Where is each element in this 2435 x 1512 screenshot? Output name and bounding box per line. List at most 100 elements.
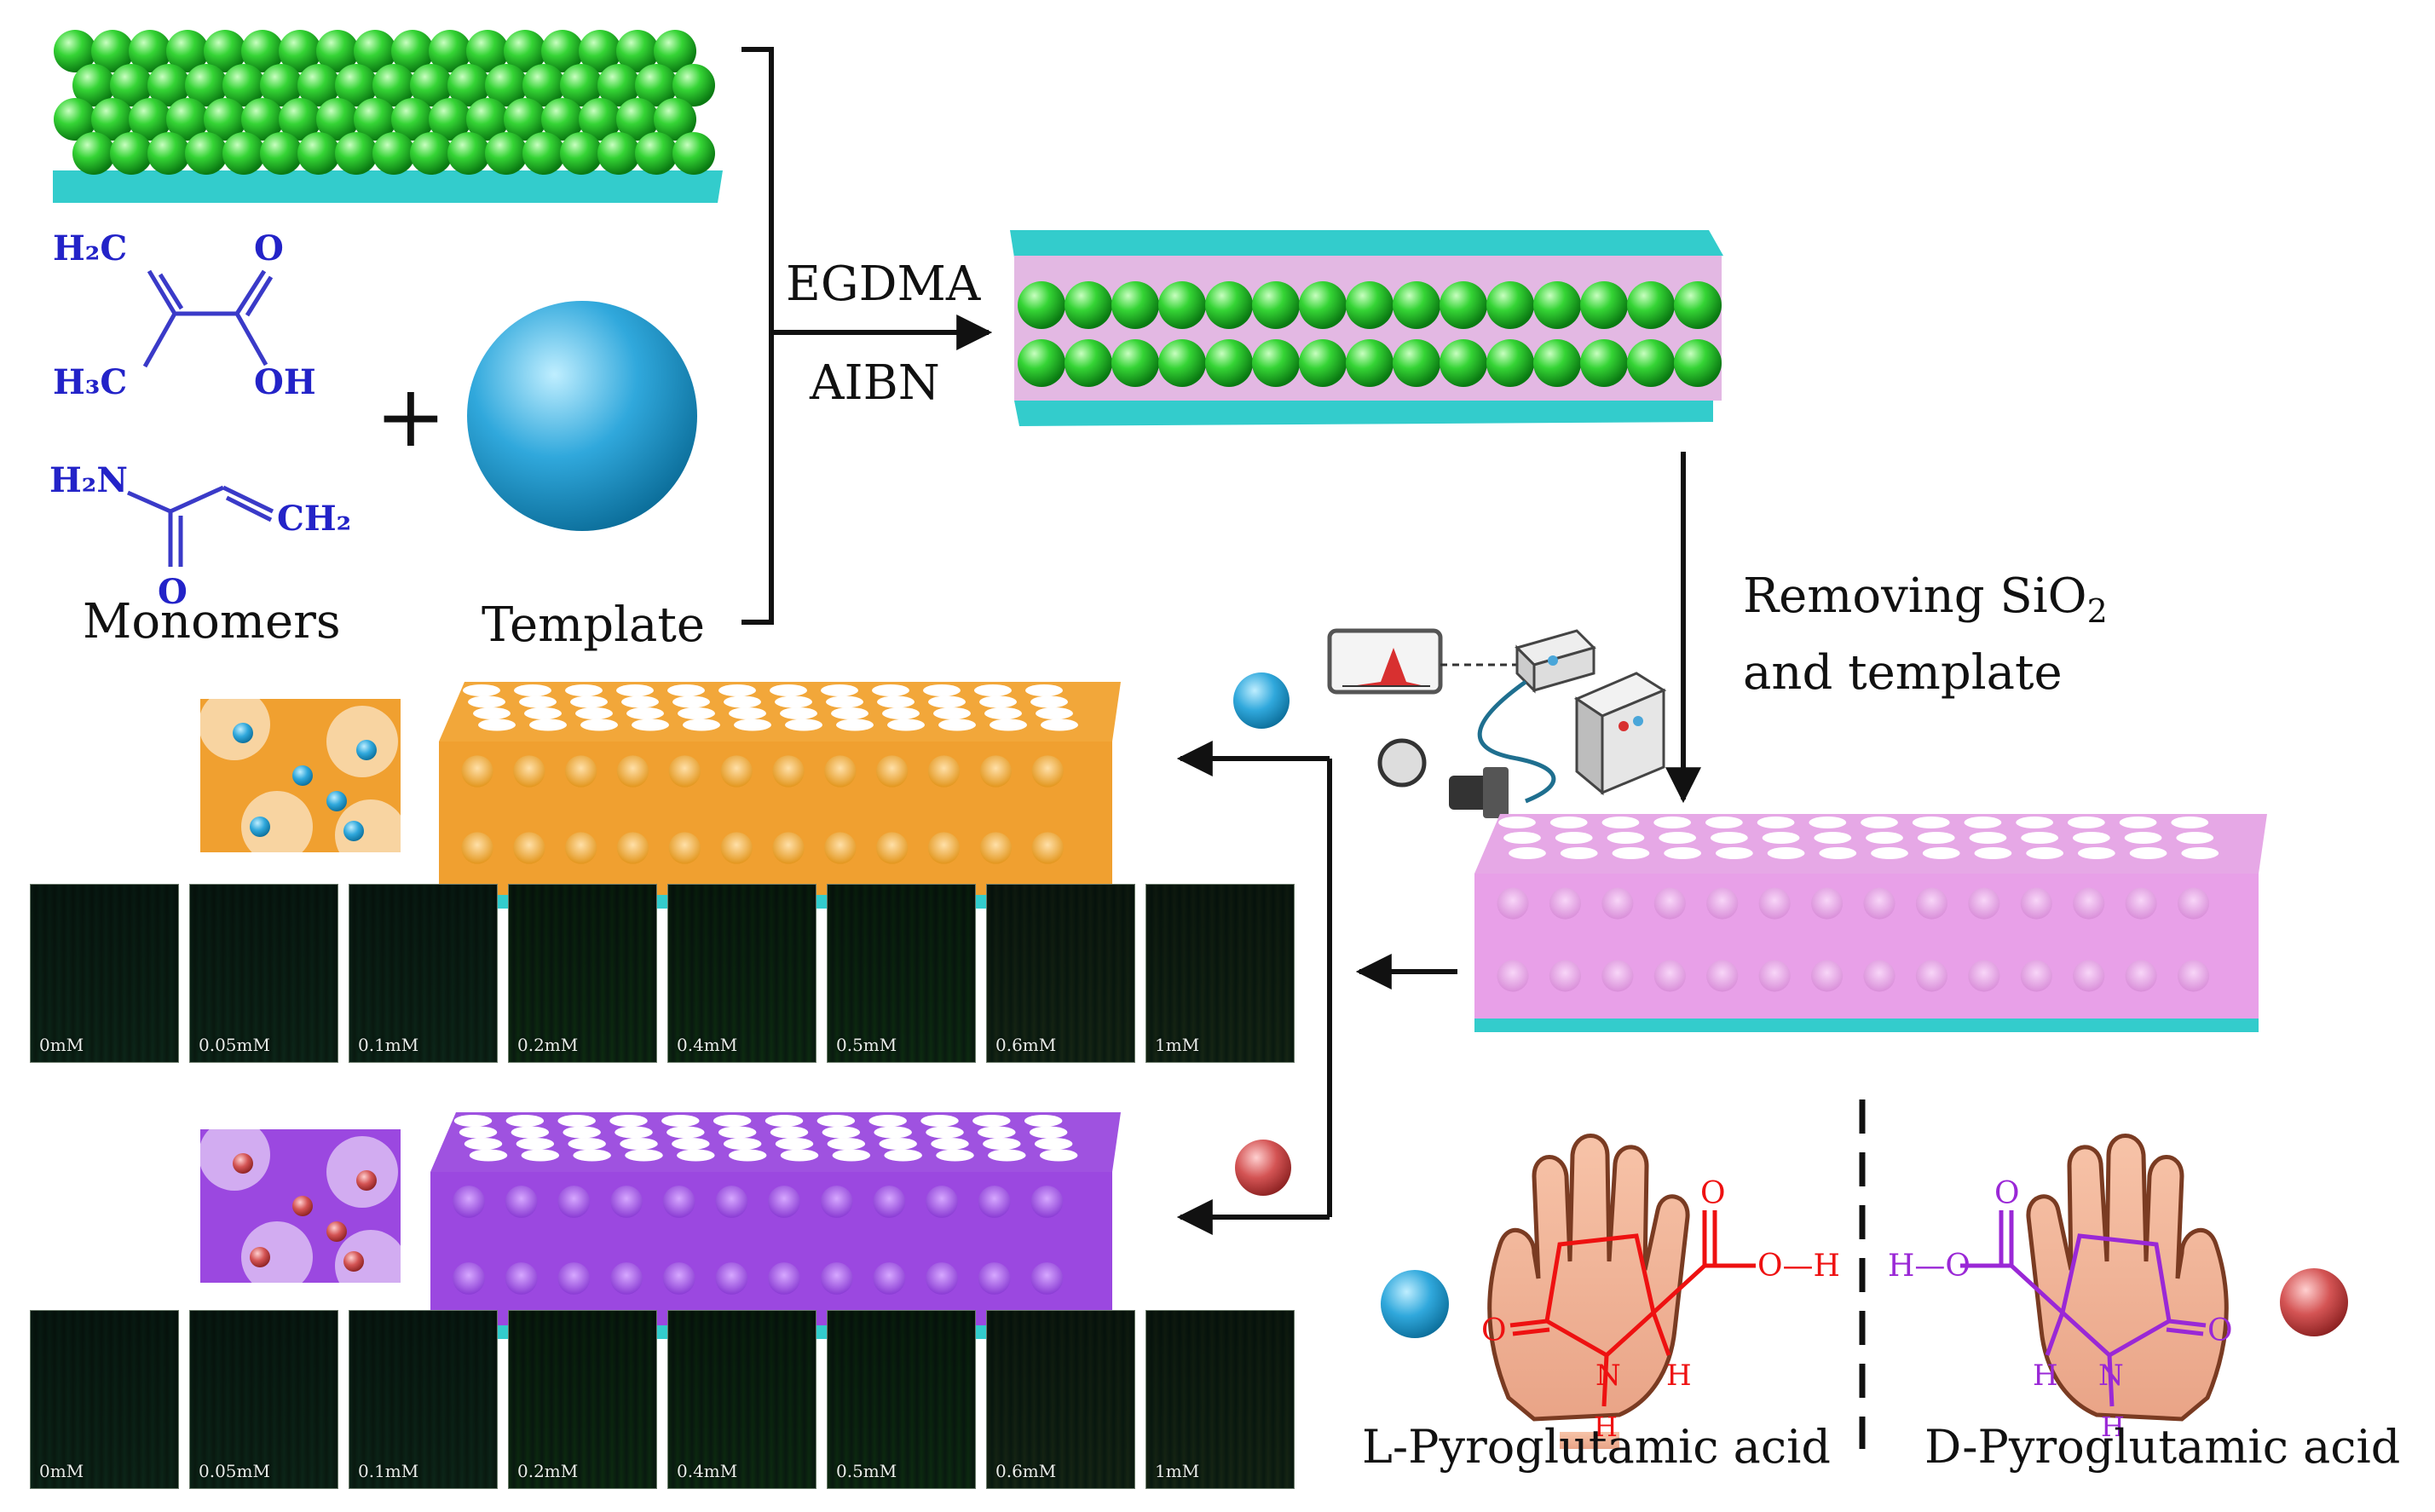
film-dimple xyxy=(1968,887,2000,920)
l-molecule-ball xyxy=(1233,672,1290,729)
silica-sphere xyxy=(147,132,190,175)
film-dimple xyxy=(2177,887,2210,920)
film-pore xyxy=(1560,847,1598,859)
embedded-sphere xyxy=(1252,339,1300,387)
film-dimple xyxy=(1497,960,1529,992)
film-pore xyxy=(724,695,761,708)
sample-holder-icon xyxy=(1377,738,1427,788)
film-dimple xyxy=(2073,960,2105,992)
embedded-sphere xyxy=(1158,339,1206,387)
film-pore xyxy=(887,718,925,731)
film-pore xyxy=(729,707,766,719)
template-label: Template xyxy=(482,597,705,653)
embedded-sphere xyxy=(1627,281,1675,329)
film-pore xyxy=(1029,1126,1068,1139)
film-pore xyxy=(464,1138,503,1150)
film-dimple xyxy=(513,832,545,864)
l-film-orange xyxy=(439,682,1121,909)
concentration-label: 0.4mM xyxy=(677,1461,738,1481)
film-dimple xyxy=(505,1186,538,1218)
film-pore xyxy=(459,1126,498,1139)
l-film-inset xyxy=(199,689,407,871)
film-dimple xyxy=(873,1186,906,1218)
film-pore xyxy=(879,1138,917,1150)
concentration-label: 0mM xyxy=(39,1461,84,1481)
silica-sphere xyxy=(279,30,321,72)
l-hand xyxy=(1487,1134,1690,1449)
removing-label: Removing SiO2 xyxy=(1743,568,2108,630)
concentration-label: 1mM xyxy=(1155,1035,1200,1055)
film-pore xyxy=(573,1149,611,1162)
film-pore xyxy=(615,1126,653,1139)
concentration-label: 0.2mM xyxy=(517,1461,579,1481)
film-pore xyxy=(785,718,822,731)
film-pore xyxy=(926,1126,964,1139)
film-pore xyxy=(775,1138,814,1150)
film-pore xyxy=(2171,817,2209,828)
silica-sphere xyxy=(316,98,359,141)
film-pore xyxy=(1715,847,1753,859)
silica-sphere xyxy=(466,98,509,141)
film-pore xyxy=(1653,817,1692,828)
film-pore xyxy=(505,1115,545,1127)
silica-sphere xyxy=(485,132,528,175)
film-dimple xyxy=(979,755,1013,788)
embedded-sphere xyxy=(1346,281,1393,329)
embedded-sphere xyxy=(1018,339,1065,387)
silica-sphere xyxy=(429,30,471,72)
film-dimple xyxy=(820,1262,853,1295)
inset-pore xyxy=(241,1221,313,1293)
egdma-label: EGDMA xyxy=(786,257,981,312)
film-pore xyxy=(780,1149,819,1162)
l-hydroxyl: O—H xyxy=(1757,1249,1840,1284)
aibn-label: AIBN xyxy=(809,355,940,411)
concentration-label: 0.5mM xyxy=(836,1035,897,1055)
embedded-sphere xyxy=(1299,281,1347,329)
film-pore xyxy=(2077,847,2115,859)
film-dimple xyxy=(461,832,493,864)
d-acid-label: D-Pyroglutamic acid xyxy=(1924,1420,2400,1474)
embedded-sphere xyxy=(1018,281,1065,329)
response-photo: 0.6mM xyxy=(986,1310,1135,1489)
film-pore xyxy=(816,1115,856,1127)
d-alpha-h: H xyxy=(2033,1359,2058,1393)
film-pore xyxy=(1969,832,2007,844)
removing-label-line2: and template xyxy=(1743,645,2063,701)
chem-h2n: H₂N xyxy=(49,460,128,500)
silica-sphere xyxy=(91,30,134,72)
silica-sphere xyxy=(335,132,378,175)
film-pore xyxy=(1705,817,1743,828)
silica-sphere xyxy=(560,64,603,107)
film-dimple xyxy=(876,755,909,788)
film-pore xyxy=(626,707,664,719)
film-dimple xyxy=(453,1262,485,1295)
film-dimple xyxy=(820,1186,853,1218)
d-film-purple xyxy=(430,1112,1121,1339)
film-pore xyxy=(677,1149,715,1162)
silica-sphere xyxy=(447,64,490,107)
silica-sphere xyxy=(297,64,340,107)
silica-sphere xyxy=(185,64,228,107)
film-pore xyxy=(557,1115,596,1127)
embedded-sphere xyxy=(1299,339,1347,387)
film-pore xyxy=(463,684,500,696)
film-pore xyxy=(1503,832,1541,844)
silica-sphere xyxy=(204,98,246,141)
film-dimple xyxy=(1810,887,1844,920)
acrylamide-structure xyxy=(126,485,274,567)
film-pore xyxy=(1922,847,1960,859)
concentration-label: 0.2mM xyxy=(517,1035,579,1055)
film-pore xyxy=(511,1126,550,1139)
film-pore xyxy=(920,1115,959,1127)
film-pore xyxy=(979,695,1017,708)
film-dimple xyxy=(1653,887,1686,920)
silica-sphere xyxy=(335,64,378,107)
silica-sphere xyxy=(654,30,696,72)
inset-pore xyxy=(335,1230,407,1301)
substrate-top-left xyxy=(53,170,723,203)
film-dimple xyxy=(1601,960,1634,992)
l-carbonyl-o: O xyxy=(1700,1176,1726,1211)
silica-sphere xyxy=(222,132,265,175)
